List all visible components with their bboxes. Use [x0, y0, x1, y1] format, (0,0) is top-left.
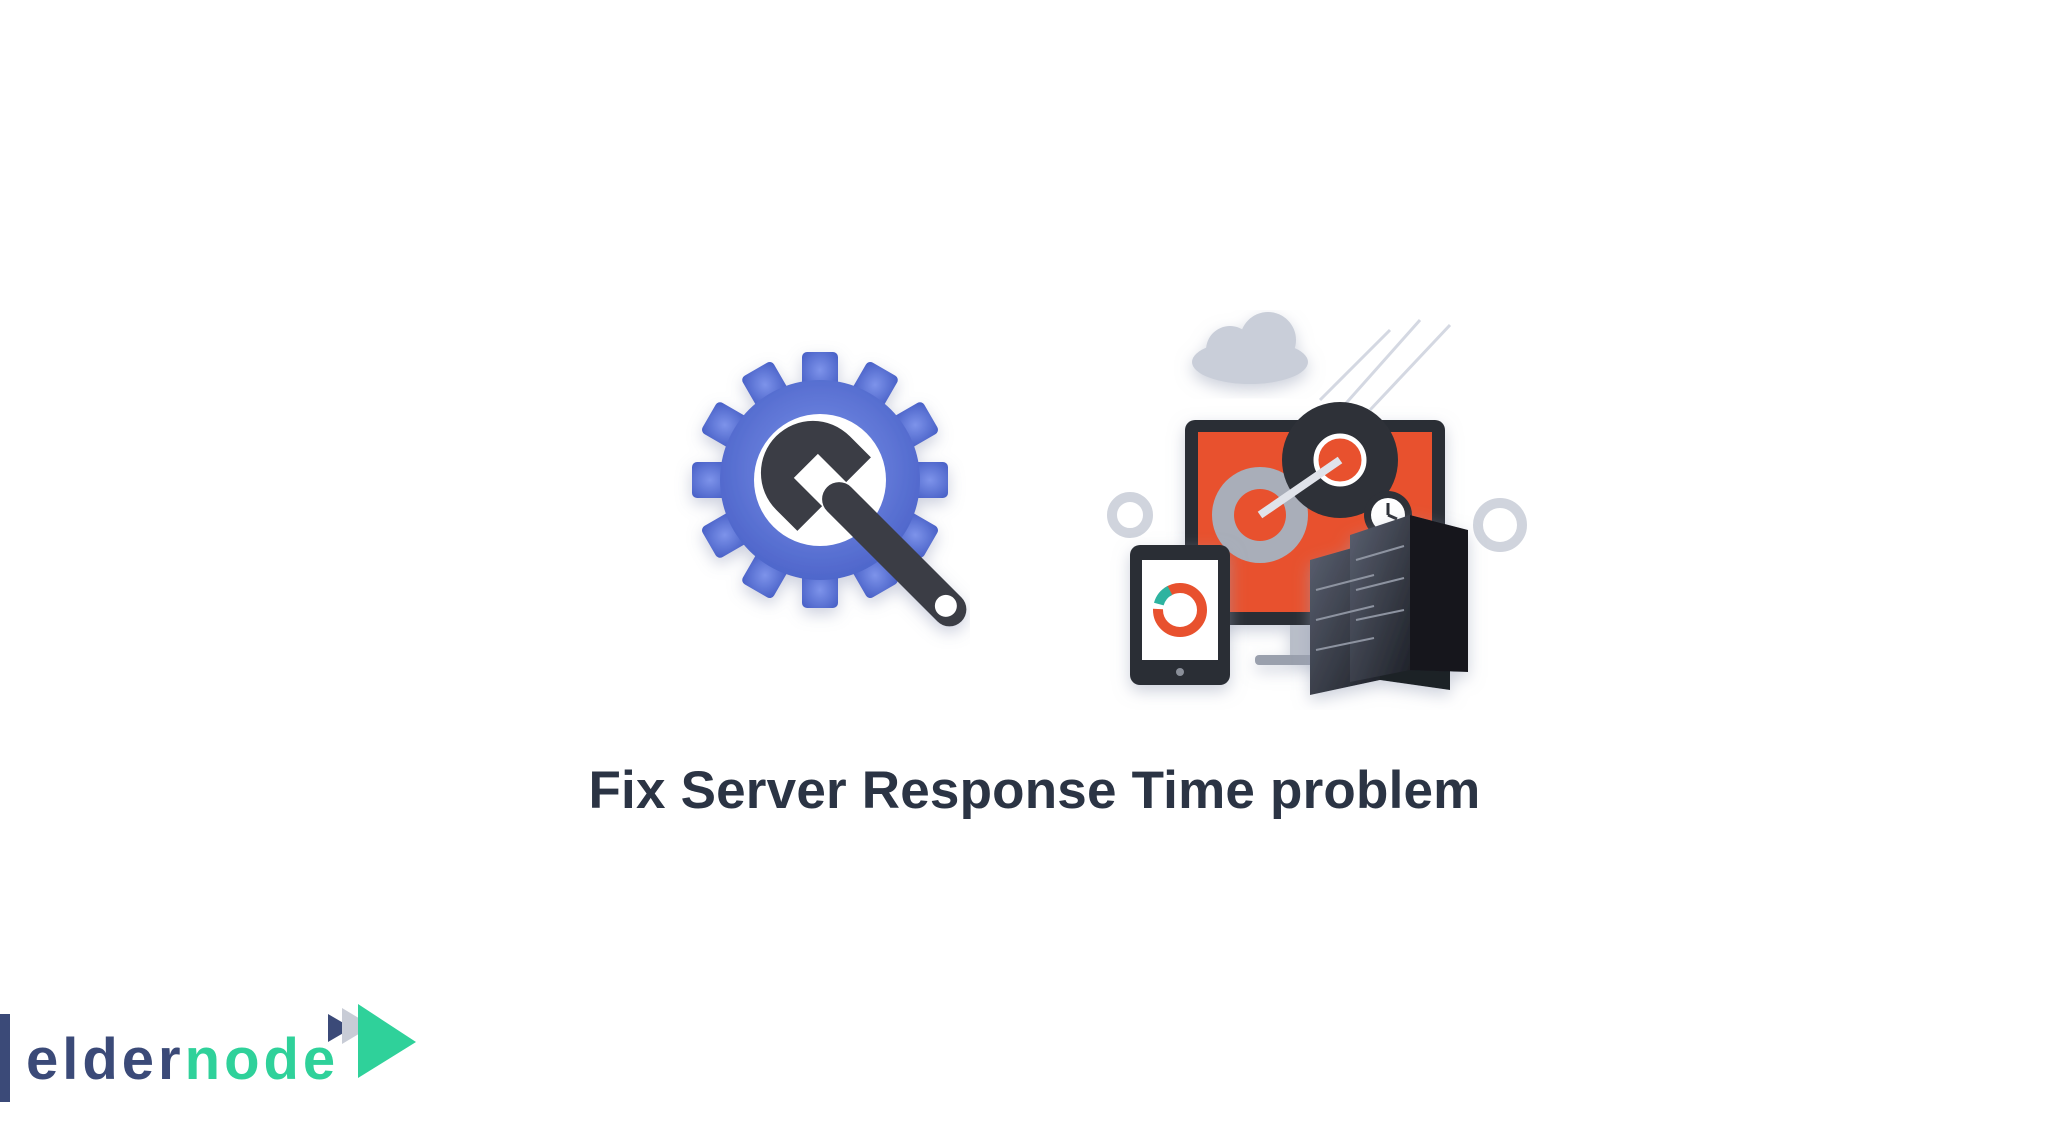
cloud-icon [1192, 312, 1308, 384]
logo-play-arrows-icon [328, 1004, 416, 1078]
logo-wordmark: eldernode [26, 1020, 339, 1100]
logo-bar [0, 1014, 10, 1102]
tablet-icon [1130, 545, 1230, 685]
server-performance-illustration [1107, 312, 1527, 695]
faint-gear-icon [1107, 492, 1527, 552]
gears-icon [1212, 402, 1398, 563]
eldernode-logo: eldernode [0, 1000, 460, 1110]
logo-text-node: node [184, 1027, 340, 1092]
server-rack-icon [1310, 515, 1468, 695]
logo-text-elder: elder [26, 1027, 185, 1092]
gear-wrench-icon [692, 352, 967, 627]
page-title: Fix Server Response Time problem [588, 761, 1481, 820]
trend-arrows-icon [1318, 319, 1452, 412]
